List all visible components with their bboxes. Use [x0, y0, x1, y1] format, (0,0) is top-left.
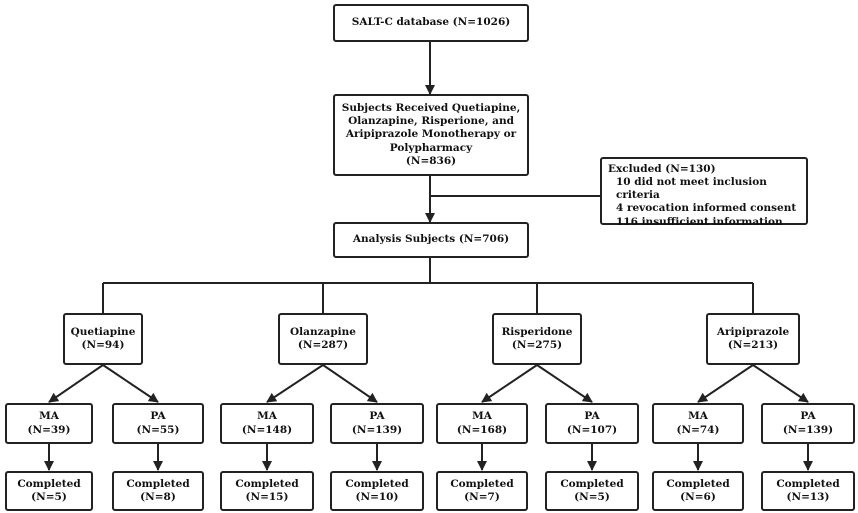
arrow-olanzapine-to-ma: [266, 364, 324, 403]
drug-name: Risperidone: [501, 325, 573, 338]
completed-count: (N=8): [140, 491, 176, 503]
excluded-reason: 116 insufficient information: [616, 215, 783, 228]
completed-label: Completed: [345, 477, 409, 490]
received-box: Subjects Received Quetiapine, Olanzapine…: [333, 94, 529, 176]
drug-count: (N=213): [727, 339, 779, 351]
completed-label: Completed: [450, 477, 514, 490]
group-label: MA: [257, 410, 277, 423]
group-count: (N=55): [136, 423, 180, 436]
arrow-olanzapine-to-pa: [322, 364, 378, 403]
group-label: MA: [39, 410, 59, 423]
completed-box-risperidone-ma: Completed (N=7): [436, 471, 528, 511]
drug-box-risperidone: Risperidone (N=275): [492, 313, 582, 365]
group-label: PA: [800, 410, 816, 423]
group-label: PA: [369, 410, 385, 423]
analysis-box: Analysis Subjects (N=706): [333, 222, 529, 258]
group-count: (N=74): [676, 423, 720, 436]
completed-count: (N=7): [464, 491, 500, 503]
group-box-risperidone-ma: MA (N=168): [436, 403, 528, 444]
completed-count: (N=5): [574, 491, 610, 503]
drug-box-olanzapine: Olanzapine (N=287): [278, 313, 368, 365]
group-label: PA: [150, 410, 166, 423]
completed-box-olanzapine-pa: Completed (N=10): [330, 471, 424, 511]
completed-count: (N=5): [31, 491, 67, 503]
excluded-reason: 4 revocation informed consent: [616, 202, 797, 215]
completed-label: Completed: [560, 477, 624, 490]
completed-box-aripiprazole-ma: Completed (N=6): [652, 471, 744, 511]
completed-box-risperidone-pa: Completed (N=5): [545, 471, 639, 511]
completed-count: (N=10): [355, 491, 399, 503]
drug-box-aripiprazole: Aripiprazole (N=213): [706, 313, 800, 365]
completed-box-quetiapine-ma: Completed (N=5): [5, 471, 93, 511]
arrow-aripiprazole-to-pa: [752, 364, 809, 403]
received-line-1: Subjects Received Quetiapine,: [341, 102, 521, 115]
received-line-3: Aripiprazole Monotherapy or: [345, 128, 517, 141]
group-label: MA: [472, 410, 492, 423]
completed-label: Completed: [17, 477, 81, 490]
group-count: (N=39): [27, 423, 71, 436]
group-box-aripiprazole-pa: PA (N=139): [761, 403, 855, 444]
drug-name: Olanzapine: [290, 325, 356, 338]
arrow-risperidone-to-pa: [536, 364, 593, 403]
received-line-4: Polypharmacy: [389, 141, 473, 154]
completed-label: Completed: [126, 477, 190, 490]
completed-count: (N=15): [245, 491, 289, 503]
database-box: SALT-C database (N=1026): [333, 4, 529, 42]
group-box-risperidone-pa: PA (N=107): [545, 403, 639, 444]
excluded-reason: 10 did not meet inclusion criteria: [616, 176, 767, 202]
completed-box-quetiapine-pa: Completed (N=8): [112, 471, 204, 511]
group-count: (N=148): [241, 423, 293, 436]
completed-label: Completed: [776, 477, 840, 490]
group-box-aripiprazole-ma: MA (N=74): [652, 403, 744, 444]
drug-count: (N=287): [297, 339, 349, 351]
group-count: (N=168): [456, 423, 508, 436]
group-box-olanzapine-ma: MA (N=148): [220, 403, 314, 444]
excluded-title: Excluded (N=130): [608, 163, 716, 175]
received-line-2: Olanzapine, Risperione, and: [348, 115, 514, 128]
group-count: (N=139): [351, 423, 403, 436]
excluded-box: Excluded (N=130) 10 did not meet inclusi…: [600, 157, 808, 228]
group-count: (N=139): [782, 423, 834, 436]
completed-box-olanzapine-ma: Completed (N=15): [220, 471, 314, 511]
completed-count: (N=6): [680, 491, 716, 503]
group-label: PA: [584, 410, 600, 423]
group-box-olanzapine-pa: PA (N=139): [330, 403, 424, 444]
drug-name: Quetiapine: [70, 325, 136, 338]
completed-label: Completed: [666, 477, 730, 490]
group-box-quetiapine-pa: PA (N=55): [112, 403, 204, 444]
group-count: (N=107): [566, 423, 618, 436]
group-label: MA: [688, 410, 708, 423]
arrow-quetiapine-to-ma: [48, 364, 104, 403]
drug-count: (N=275): [511, 339, 563, 351]
arrow-risperidone-to-ma: [481, 364, 538, 403]
drug-count: (N=94): [81, 339, 125, 351]
drug-box-quetiapine: Quetiapine (N=94): [63, 313, 143, 365]
completed-count: (N=13): [786, 491, 830, 503]
analysis-label: Analysis Subjects (N=706): [352, 233, 510, 246]
database-label: SALT-C database (N=1026): [351, 16, 511, 29]
completed-label: Completed: [235, 477, 299, 490]
received-count: (N=836): [405, 154, 457, 167]
arrow-quetiapine-to-pa: [102, 364, 159, 403]
completed-box-aripiprazole-pa: Completed (N=13): [761, 471, 855, 511]
group-box-quetiapine-ma: MA (N=39): [5, 403, 93, 444]
drug-name: Aripiprazole: [716, 325, 790, 338]
arrow-aripiprazole-to-ma: [697, 364, 754, 403]
